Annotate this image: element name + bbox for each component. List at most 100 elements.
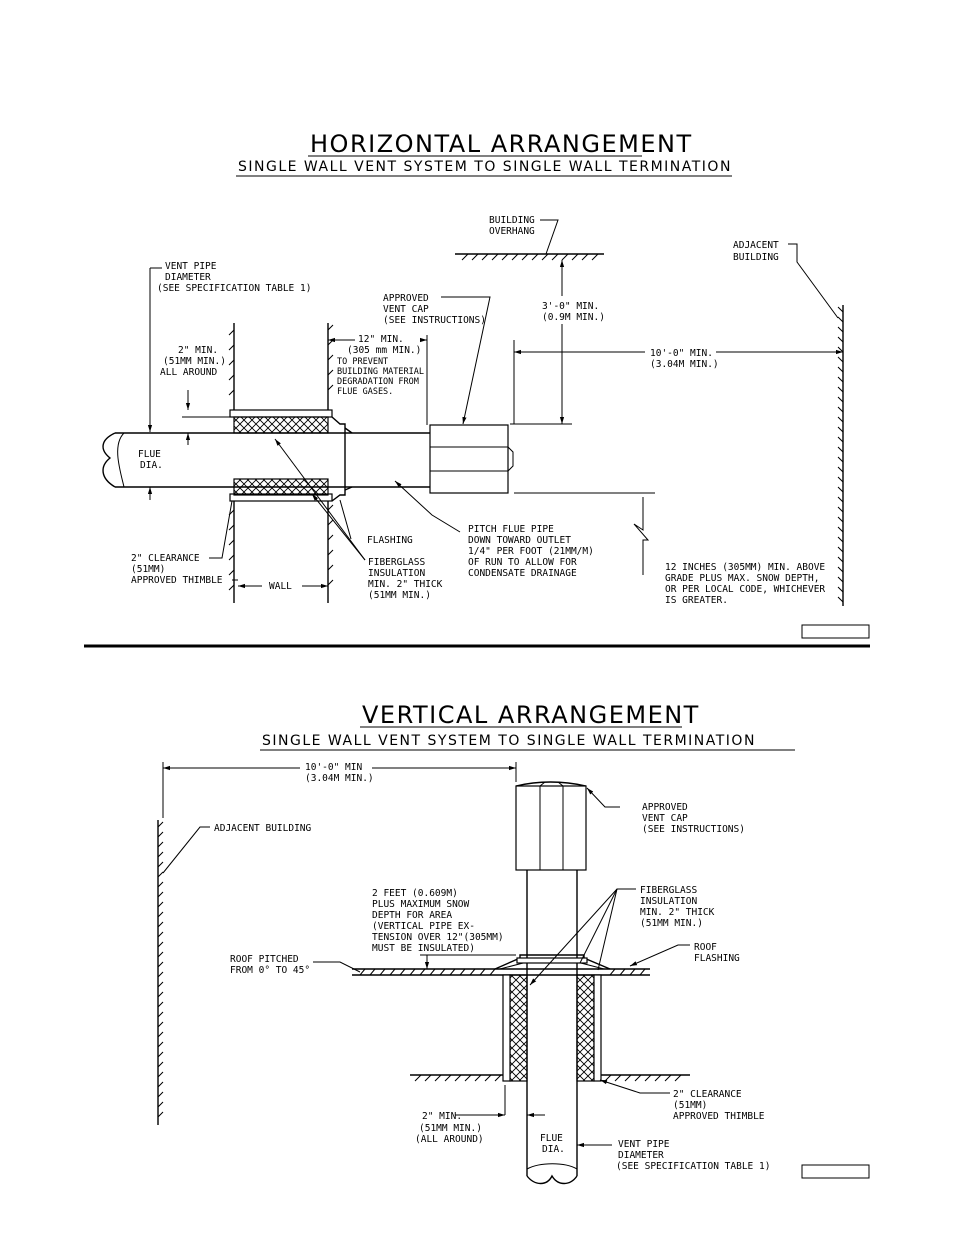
labels-vertical: APPROVED VENT CAP (SEE INSTRUCTIONS) 2 F… <box>230 802 770 1172</box>
two-in-v-label-2: (51MM MIN.) <box>419 1123 482 1134</box>
two-feet-label-5: TENSION OVER 12"(305MM) <box>372 932 504 943</box>
vent-cap-vertical <box>515 781 587 871</box>
two-feet-label-2: PLUS MAXIMUM SNOW <box>372 899 470 910</box>
two-in-min-label-3: ALL AROUND <box>160 367 217 378</box>
ten-ft-label-2: (3.04M MIN.) <box>650 359 719 370</box>
clearance-label-3: APPROVED THIMBLE <box>131 575 223 586</box>
roof-line <box>352 968 650 976</box>
fiberglass-label-2: INSULATION <box>368 568 425 579</box>
twelve-min-label-4: BUILDING MATERIAL <box>337 367 424 377</box>
vent-pipe-label-2: DIAMETER <box>165 272 211 283</box>
vent-cap-label-1: APPROVED <box>383 293 429 304</box>
thimble-insulation-horizontal <box>229 409 333 502</box>
flue-v-label-1: FLUE <box>540 1133 563 1144</box>
flue-label-1: FLUE <box>138 449 161 460</box>
building-overhang-label-1: BUILDING <box>489 215 535 226</box>
vent-pipe-v-label-3: (SEE SPECIFICATION TABLE 1) <box>616 1161 770 1172</box>
vent-cap-label-2: VENT CAP <box>383 304 429 315</box>
grade-label-4: IS GREATER. <box>665 595 728 606</box>
three-ft-label-1: 3'-0" MIN. <box>542 301 599 312</box>
vent-pipe-label-3: (SEE SPECIFICATION TABLE 1) <box>157 283 311 294</box>
twelve-min-label-1: 12" MIN. <box>358 334 404 345</box>
ten-ft-v-label-2: (3.04M MIN.) <box>305 773 374 784</box>
twelve-min-label-6: FLUE GASES. <box>337 387 393 397</box>
flue-v-label-2: DIA. <box>542 1144 565 1155</box>
two-in-v-label-1: 2" MIN. <box>422 1111 462 1122</box>
vertical-arrangement: VERTICAL ARRANGEMENT SINGLE WALL VENT SY… <box>157 701 870 1185</box>
grade-label-3: OR PER LOCAL CODE, WHICHEVER <box>665 584 825 595</box>
roof-flashing <box>494 954 611 970</box>
three-ft-label-2: (0.9M MIN.) <box>542 312 605 323</box>
flashing-label: FLASHING <box>367 535 413 546</box>
pitch-label-4: OF RUN TO ALLOW FOR <box>468 557 577 568</box>
ten-ft-dimension-vertical: 10'-0" MIN (3.04M MIN.) <box>162 762 517 818</box>
wall-label: WALL <box>269 581 292 592</box>
pitch-label-5: CONDENSATE DRAINAGE <box>468 568 577 579</box>
two-in-min-label-2: (51MM MIN.) <box>163 356 226 367</box>
clearance-v-label-3: APPROVED THIMBLE <box>673 1111 765 1122</box>
horizontal-arrangement: HORIZONTAL ARRANGEMENT SINGLE WALL VENT … <box>102 130 870 639</box>
ceiling-line <box>410 1074 690 1082</box>
ten-ft-v-label-1: 10'-0" MIN <box>305 762 362 773</box>
leaders-vertical <box>313 787 690 1148</box>
adjacent-building-label: ADJACENT BUILDING <box>214 823 312 834</box>
fiberglass-label-1: FIBERGLASS <box>368 557 425 568</box>
vent-cap-v-label-2: VENT CAP <box>642 813 688 824</box>
building-overhang: BUILDING OVERHANG <box>455 215 604 261</box>
pitch-label-2: DOWN TOWARD OUTLET <box>468 535 571 546</box>
adjacent-building-horizontal: ADJACENT BUILDING <box>733 240 844 606</box>
adjacent-building-label-2: BUILDING <box>733 252 779 263</box>
two-feet-label-1: 2 FEET (0.609M) <box>372 888 458 899</box>
flashing-horizontal <box>331 416 353 502</box>
two-feet-label-3: DEPTH FOR AREA <box>372 910 452 921</box>
vent-cap-label-3: (SEE INSTRUCTIONS) <box>383 315 486 326</box>
labels-horizontal: VENT PIPE DIAMETER (SEE SPECIFICATION TA… <box>131 261 825 606</box>
vent-pipe-v-label-1: VENT PIPE <box>618 1139 670 1150</box>
fiberglass-label-4: (51MM MIN.) <box>368 590 431 601</box>
clearance-v-label-1: 2" CLEARANCE <box>673 1089 742 1100</box>
adjacent-building-vertical: ADJACENT BUILDING <box>157 820 312 1125</box>
twelve-min-label-5: DEGRADATION FROM <box>337 377 419 387</box>
grade-label-2: GRADE PLUS MAX. SNOW DEPTH, <box>665 573 819 584</box>
dimensions-horizontal <box>147 260 843 589</box>
two-feet-label-6: MUST BE INSULATED) <box>372 943 475 954</box>
roof-pitched-label-2: FROM 0° TO 45° <box>230 965 310 976</box>
fiberglass-v-label-1: FIBERGLASS <box>640 885 697 896</box>
flue-pipe-horizontal <box>102 432 430 488</box>
flue-label-2: DIA. <box>140 460 163 471</box>
clearance-label-2: (51MM) <box>131 564 165 575</box>
two-in-v-label-3: (ALL AROUND) <box>415 1134 484 1145</box>
two-feet-label-4: (VERTICAL PIPE EX- <box>372 921 475 932</box>
wall-section <box>228 323 334 603</box>
figure-id-box-horizontal <box>801 624 870 639</box>
building-overhang-label-2: OVERHANG <box>489 226 535 237</box>
ten-ft-label-1: 10'-0" MIN. <box>650 348 713 359</box>
two-in-min-label-1: 2" MIN. <box>178 345 218 356</box>
grade-label-1: 12 INCHES (305MM) MIN. ABOVE <box>665 562 825 573</box>
vertical-title: VERTICAL ARRANGEMENT <box>362 701 700 729</box>
horizontal-subtitle: SINGLE WALL VENT SYSTEM TO SINGLE WALL T… <box>238 159 732 175</box>
roof-flashing-label-1: ROOF <box>694 942 717 953</box>
vent-pipe-label-1: VENT PIPE <box>165 261 217 272</box>
vent-pipe-v-label-2: DIAMETER <box>618 1150 664 1161</box>
clearance-v-label-2: (51MM) <box>673 1100 707 1111</box>
vertical-subtitle: SINGLE WALL VENT SYSTEM TO SINGLE WALL T… <box>262 733 756 749</box>
roof-pitched-label-1: ROOF PITCHED <box>230 954 299 965</box>
leaders-horizontal <box>209 296 491 581</box>
thimble-insulation-vertical <box>502 974 602 1082</box>
fiberglass-v-label-3: MIN. 2" THICK <box>640 907 715 918</box>
twelve-min-label-3: TO PREVENT <box>337 357 388 367</box>
horizontal-title: HORIZONTAL ARRANGEMENT <box>310 130 693 158</box>
twelve-min-label-2: (305 mm MIN.) <box>347 345 421 356</box>
fiberglass-v-label-2: INSULATION <box>640 896 697 907</box>
vent-cap-v-label-3: (SEE INSTRUCTIONS) <box>642 824 745 835</box>
roof-flashing-label-2: FLASHING <box>694 953 740 964</box>
vent-cap-v-label-1: APPROVED <box>642 802 688 813</box>
fiberglass-label-3: MIN. 2" THICK <box>368 579 443 590</box>
vent-cap-horizontal <box>426 418 514 494</box>
adjacent-building-label-1: ADJACENT <box>733 240 779 251</box>
figure-id-box-vertical <box>801 1164 870 1179</box>
fiberglass-v-label-4: (51MM MIN.) <box>640 918 703 929</box>
pitch-label-1: PITCH FLUE PIPE <box>468 524 554 535</box>
